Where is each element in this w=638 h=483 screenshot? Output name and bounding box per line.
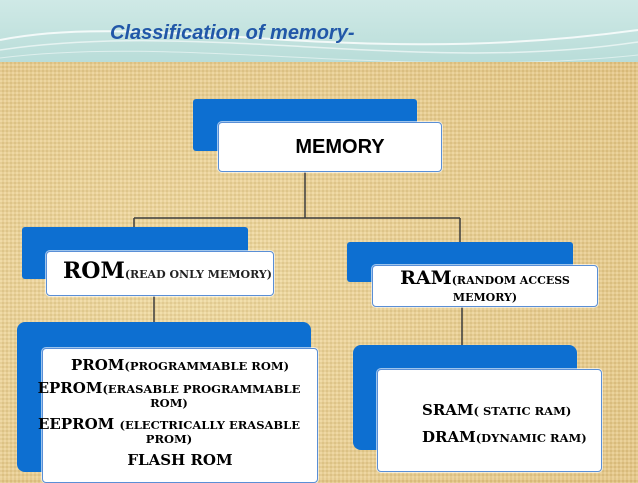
wave-decoration — [0, 29, 638, 62]
list-item-flash-rom: FLASH ROM — [127, 451, 233, 469]
list-item-eeprom: EEPROM (ELECTRICALLY ERASABLE PROM) — [38, 415, 300, 446]
ram-types-box: SRAM( STATIC RAM) DRAM(DYNAMIC RAM) — [377, 369, 602, 472]
ram-node: RAM(RANDOM ACCESS MEMORY) — [372, 265, 598, 307]
ram-detail: (RANDOM ACCESS — [451, 274, 570, 287]
list-item-prom: PROM(PROGRAMMABLE ROM) — [70, 356, 290, 374]
memory-label: MEMORY — [295, 135, 385, 158]
list-item-sram: SRAM( STATIC RAM) — [422, 401, 572, 419]
rom-detail: (READ ONLY MEMORY) — [124, 268, 272, 281]
rom-node: ROM(READ ONLY MEMORY) — [46, 251, 274, 296]
slide-title: Classification of memory- — [110, 22, 355, 44]
rom-types-box: PROM(PROGRAMMABLE ROM) EPROM(ERASABLE PR… — [38, 348, 318, 483]
decorative-header-band — [0, 0, 638, 62]
ram-label: RAM — [400, 267, 452, 289]
memory-node: MEMORY — [218, 122, 442, 172]
list-item-eprom: EPROM(ERASABLE PROGRAMMABLE ROM) — [37, 379, 301, 410]
list-item-dram: DRAM(DYNAMIC RAM) — [422, 428, 587, 446]
rom-label: ROM — [63, 258, 125, 284]
ram-detail-line2: MEMORY) — [452, 291, 518, 304]
